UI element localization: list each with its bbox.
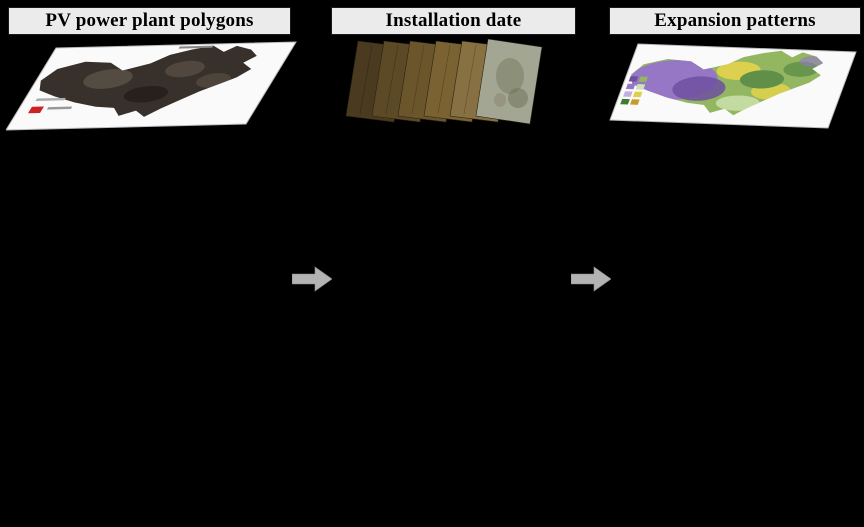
- expansion-patterns-map-image: [606, 42, 862, 138]
- layer-stack: [345, 38, 543, 125]
- panel-header-installation-date: Installation date: [331, 7, 576, 35]
- map-legend-text-smudge: [46, 106, 73, 110]
- panel-header-pv-power-plant-polygons: PV power plant polygons: [8, 7, 291, 35]
- flow-arrow-right-icon: [292, 266, 332, 292]
- pv-polygons-map-image: [6, 40, 302, 138]
- expansion-map-graphic: [606, 42, 862, 138]
- panel-header-expansion-patterns: Expansion patterns: [609, 7, 861, 35]
- pv-polygons-map-graphic: [6, 40, 302, 138]
- map-scalebar: [178, 45, 214, 49]
- expansion-map-legend: [620, 76, 649, 105]
- expansion-pattern-regions: [629, 55, 827, 111]
- map-legend-swatch: [27, 106, 44, 114]
- map-texture: [83, 60, 231, 103]
- layer-stack-graphic: [345, 38, 543, 125]
- flow-arrow-right-icon: [571, 266, 611, 292]
- installation-date-layers-image: [342, 36, 564, 131]
- map-legend-title-smudge: [35, 97, 66, 102]
